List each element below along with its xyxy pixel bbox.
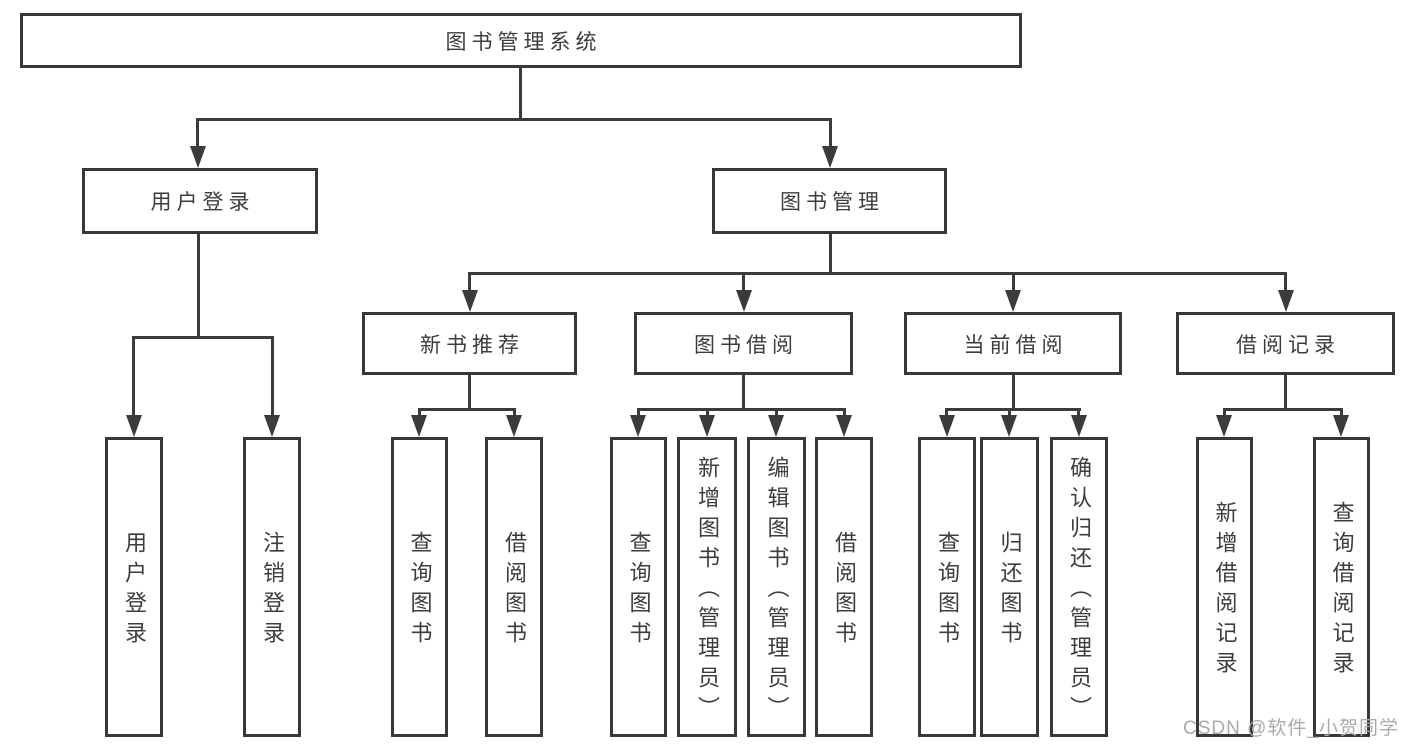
arrow-down-icon (190, 146, 206, 168)
connector-line (637, 410, 640, 418)
node-label: 借阅记录 (1236, 333, 1340, 357)
node-label: 确认归还（管理员） (1067, 456, 1092, 726)
arrow-down-icon (264, 415, 280, 437)
node-label: 注销登录 (260, 531, 285, 651)
node-label: 图书借阅 (694, 333, 798, 357)
connector-line (945, 410, 948, 418)
arrow-down-icon (1333, 415, 1349, 437)
connector-line (1012, 274, 1015, 292)
arrow-down-icon (126, 415, 142, 437)
connector-line (196, 118, 832, 121)
arrow-down-icon (411, 415, 427, 437)
arrow-down-icon (836, 415, 852, 437)
leaf-borrow-books-recommend: 借阅图书 (485, 437, 543, 737)
connector-line (418, 408, 516, 411)
connector-line (775, 410, 778, 418)
leaf-add-borrow-record: 新增借阅记录 (1196, 437, 1253, 737)
connector-line (1008, 410, 1011, 418)
connector-line (742, 375, 745, 411)
connector-line (468, 272, 1287, 275)
connector-line (1223, 408, 1343, 411)
node-user-login: 用户登录 (82, 168, 318, 234)
arrow-down-icon (822, 146, 838, 168)
node-current-borrowing: 当前借阅 (904, 312, 1122, 375)
arrow-down-icon (1216, 415, 1232, 437)
node-book-management: 图书管理 (712, 168, 947, 234)
node-label: 当前借阅 (963, 333, 1068, 357)
leaf-query-books-borrowing: 查询图书 (610, 437, 667, 737)
connector-line (271, 338, 274, 417)
node-label: 查询图书 (935, 531, 960, 651)
arrow-down-icon (939, 415, 955, 437)
node-label: 新书推荐 (420, 333, 524, 357)
leaf-borrow-books-borrowing: 借阅图书 (815, 437, 873, 737)
leaf-logout-login: 注销登录 (243, 437, 301, 737)
connector-line (1012, 375, 1015, 411)
arrow-down-icon (1005, 290, 1021, 312)
connector-line (706, 410, 709, 418)
connector-line (829, 234, 832, 275)
leaf-edit-books-admin: 编辑图书（管理员） (747, 437, 806, 737)
arrow-down-icon (1071, 415, 1087, 437)
node-label: 新增图书（管理员） (695, 456, 720, 726)
arrow-down-icon (699, 415, 715, 437)
connector-line (637, 408, 846, 411)
connector-line (132, 336, 274, 339)
connector-line (1284, 375, 1287, 411)
leaf-query-borrow-record: 查询借阅记录 (1313, 437, 1370, 737)
connector-line (1223, 410, 1226, 418)
leaf-add-books-admin: 新增图书（管理员） (677, 437, 737, 737)
connector-line (519, 68, 522, 120)
arrow-down-icon (630, 415, 646, 437)
connector-line (418, 410, 421, 418)
node-book-borrowing: 图书借阅 (634, 312, 853, 375)
connector-line (513, 410, 516, 418)
csdn-watermark: CSDN @软件_小贺同学 (1183, 718, 1399, 739)
leaf-query-books-recommend: 查询图书 (391, 437, 448, 737)
node-label: 查询图书 (407, 531, 433, 651)
connector-line (829, 120, 832, 148)
node-library-system: 图书管理系统 (20, 13, 1022, 68)
connector-line (468, 274, 471, 292)
node-label: 查询图书 (626, 531, 652, 651)
connector-line (742, 274, 745, 292)
node-label: 用户登录 (122, 531, 147, 651)
leaf-query-books-current: 查询图书 (918, 437, 976, 737)
node-label: 借阅图书 (502, 531, 527, 651)
connector-line (843, 410, 846, 418)
leaf-return-books: 归还图书 (980, 437, 1039, 737)
arrow-down-icon (1001, 415, 1017, 437)
node-label: 图书管理系统 (445, 30, 602, 54)
connector-line (132, 338, 135, 417)
node-label: 查询借阅记录 (1329, 501, 1355, 681)
arrow-down-icon (768, 415, 784, 437)
arrow-down-icon (506, 415, 522, 437)
node-label: 归还图书 (997, 531, 1023, 651)
arrow-down-icon (736, 290, 752, 312)
leaf-user-login: 用户登录 (105, 437, 163, 737)
node-label: 用户登录 (150, 191, 255, 214)
node-new-book-recommendation: 新书推荐 (362, 312, 577, 375)
connector-line (1077, 410, 1080, 418)
connector-line (945, 408, 1081, 411)
connector-line (1340, 410, 1343, 418)
connector-line (196, 120, 199, 148)
node-label: 图书管理 (780, 191, 884, 214)
connector-line (468, 375, 471, 411)
arrow-down-icon (462, 290, 478, 312)
connector-line (1284, 274, 1287, 292)
node-label: 编辑图书（管理员） (764, 456, 790, 726)
leaf-confirm-return-admin: 确认归还（管理员） (1050, 437, 1108, 737)
node-borrowing-records: 借阅记录 (1176, 312, 1395, 375)
arrow-down-icon (1278, 290, 1294, 312)
node-label: 新增借阅记录 (1212, 501, 1238, 681)
connector-line (197, 234, 200, 339)
node-label: 借阅图书 (832, 531, 857, 651)
